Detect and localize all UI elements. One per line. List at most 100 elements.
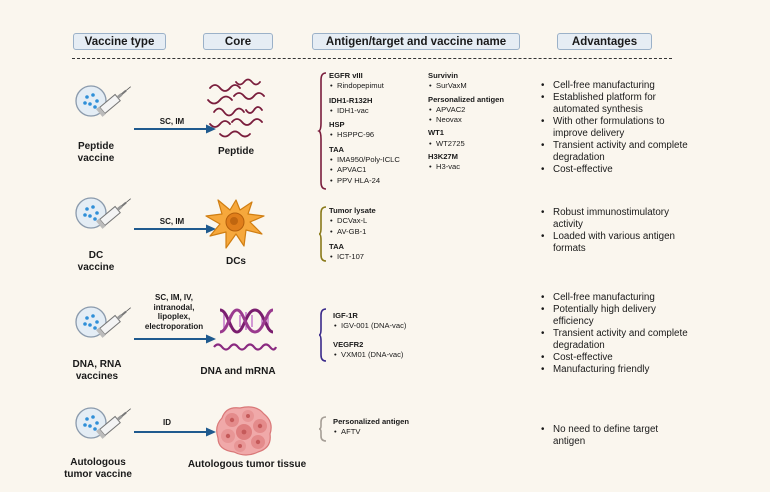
advantages-list: No need to define target antigen xyxy=(539,424,679,448)
peptide-chains-icon xyxy=(207,78,265,138)
route-line: SC, IM xyxy=(159,217,185,226)
vaccine-name: HSPPC-96 xyxy=(329,130,400,141)
vaccine-name: IDH1-vac xyxy=(329,106,400,117)
antigen-title: Survivin xyxy=(428,71,458,80)
vaccine-label-line: Autologous xyxy=(70,457,126,468)
advantage-item: Cell-free manufacturing xyxy=(539,80,699,92)
antigen-title: TAA xyxy=(329,144,345,154)
antigen-title: IGF-1R xyxy=(333,311,358,320)
vaccine-label-dc: DC vaccine xyxy=(66,250,126,274)
header-antigen: Antigen/target and vaccine name xyxy=(312,33,520,50)
syringe-icon xyxy=(75,197,131,229)
antigen-title: WT1 xyxy=(428,128,445,138)
advantage-item: Manufacturing friendly xyxy=(539,364,699,376)
bracket xyxy=(317,72,327,190)
vaccine-name: PPV HLA-24 xyxy=(329,176,400,187)
core-label: DCs xyxy=(225,256,246,267)
arrow-icon xyxy=(134,427,216,437)
antigen-title: Tumor lysate xyxy=(329,206,376,215)
syringe-icon xyxy=(75,407,131,439)
vaccine-name: AFTV xyxy=(333,427,409,438)
advantage-item: Transient activity and complete degradat… xyxy=(539,328,699,352)
vaccine-name: VXM01 (DNA-vac) xyxy=(333,350,406,361)
route-label: SC, IM xyxy=(134,117,210,127)
antigen-title: TAA xyxy=(329,241,345,251)
bracket xyxy=(318,416,327,442)
antigen-title: H3K27M xyxy=(428,152,458,162)
antigen-title: VEGFR2 xyxy=(333,339,364,349)
vaccine-name: Rindopepimut xyxy=(329,81,400,92)
arrow-icon xyxy=(134,334,216,344)
dna-helix-icon xyxy=(219,308,274,334)
core-label: Autologous tumor tissue xyxy=(187,459,307,470)
vaccine-name: SurVaxM xyxy=(428,81,504,92)
antigen-title: Personalized antigen xyxy=(333,417,409,426)
tumor-tissue-icon xyxy=(216,406,272,456)
route-line: intranodal, xyxy=(153,302,195,312)
vaccine-name: DCVax-L xyxy=(329,216,376,227)
arrow-icon xyxy=(134,124,216,134)
header-vaccine-type: Vaccine type xyxy=(73,33,166,50)
antigen-list: IGF-1R IGV-001 (DNA-vac) VEGFR2 VXM01 (D… xyxy=(333,311,406,360)
advantage-item: Loaded with various antigen formats xyxy=(539,231,689,255)
antigen-title: HSP xyxy=(329,120,345,130)
vaccine-label-line: vaccine xyxy=(77,153,115,164)
antigen-list: Tumor lysate DCVax-L AV-GB-1 TAA ICT-107 xyxy=(329,206,376,263)
advantage-item: With other formulations to improve deliv… xyxy=(539,116,699,140)
vaccine-name: Neovax xyxy=(428,115,504,126)
route-line: SC, IM xyxy=(159,117,185,126)
antigen-list: Survivin SurVaxM Personalized antigen AP… xyxy=(428,71,504,173)
advantage-item: Cost-effective xyxy=(539,352,699,364)
antigen-list: Personalized antigen AFTV xyxy=(333,417,409,438)
advantages-list: Robust immunostimulatory activity Loaded… xyxy=(539,207,689,255)
bracket xyxy=(318,206,327,262)
route-line: SC, IM, IV, xyxy=(155,293,193,302)
vaccine-label-line: vaccines xyxy=(75,371,119,382)
vaccine-name: AV-GB-1 xyxy=(329,227,376,238)
core-label: Peptide xyxy=(217,146,255,157)
advantage-item: Potentially high delivery efficiency xyxy=(539,304,699,328)
route-label: ID xyxy=(134,418,200,428)
advantage-item: Cell-free manufacturing xyxy=(539,292,699,304)
vaccine-name: WT2725 xyxy=(428,139,504,150)
advantage-item: Robust immunostimulatory activity xyxy=(539,207,689,231)
advantage-item: Established platform for automated synth… xyxy=(539,92,699,116)
vaccine-label-dna-rna: DNA, RNA vaccines xyxy=(62,359,132,383)
route-line: electroporation xyxy=(144,321,204,331)
vaccine-label-line: DC xyxy=(88,250,104,261)
antigen-list: EGFR vIII Rindopepimut IDH1-R132H IDH1-v… xyxy=(329,71,400,186)
syringe-icon xyxy=(75,306,131,338)
advantage-item: Transient activity and complete degradat… xyxy=(539,140,699,164)
route-label: SC, IM, IV, intranodal, lipoplex, electr… xyxy=(134,293,214,331)
bracket xyxy=(318,308,327,362)
dendritic-cell-icon xyxy=(205,199,265,249)
header-core: Core xyxy=(203,33,273,50)
antigen-title: Personalized antigen xyxy=(428,94,504,104)
vaccine-label-autologous: Autologous tumor vaccine xyxy=(56,457,140,481)
vaccine-label-peptide: Peptide vaccine xyxy=(66,141,126,165)
vaccine-name: IMA950/Poly-ICLC xyxy=(329,155,400,166)
advantages-list: Cell-free manufacturing Established plat… xyxy=(539,80,699,176)
advantage-item: Cost-effective xyxy=(539,164,699,176)
header-advantages: Advantages xyxy=(557,33,652,50)
vaccine-name: APVAC2 xyxy=(428,105,504,116)
route-line: ID xyxy=(163,418,171,427)
vaccine-name: APVAC1 xyxy=(329,165,400,176)
vaccine-name: IGV-001 (DNA-vac) xyxy=(333,321,406,332)
vaccine-label-line: vaccine xyxy=(77,262,115,273)
vaccine-name: H3-vac xyxy=(428,162,504,173)
route-label: SC, IM xyxy=(134,217,210,227)
header-divider xyxy=(72,58,672,59)
vaccine-name: ICT-107 xyxy=(329,252,376,263)
antigen-title: EGFR vIII xyxy=(329,71,363,80)
advantages-list: Cell-free manufacturing Potentially high… xyxy=(539,292,699,376)
syringe-icon xyxy=(75,85,131,117)
vaccine-label-line: tumor vaccine xyxy=(64,469,132,480)
arrow-icon xyxy=(134,224,216,234)
route-line: lipoplex, xyxy=(157,312,191,321)
advantage-item: No need to define target antigen xyxy=(539,424,679,448)
vaccine-label-line: Peptide xyxy=(77,141,115,152)
vaccine-label-line: DNA, RNA xyxy=(72,359,122,370)
mrna-strand-icon xyxy=(213,343,278,351)
